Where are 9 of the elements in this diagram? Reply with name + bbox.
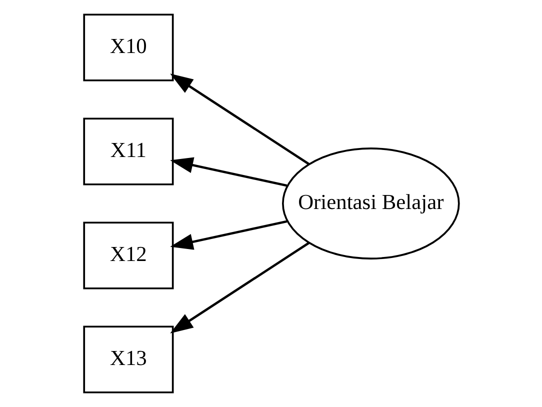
- node-box: X10: [82, 14, 174, 82]
- arrow: [170, 74, 310, 166]
- arrow: [170, 157, 287, 187]
- node-box: X11: [82, 118, 174, 186]
- node-ellipse: Orientasi Belajar: [282, 148, 460, 260]
- node-box: X13: [82, 326, 174, 394]
- arrow: [170, 242, 310, 334]
- node-box: X12: [82, 222, 174, 290]
- arrow: [170, 220, 287, 250]
